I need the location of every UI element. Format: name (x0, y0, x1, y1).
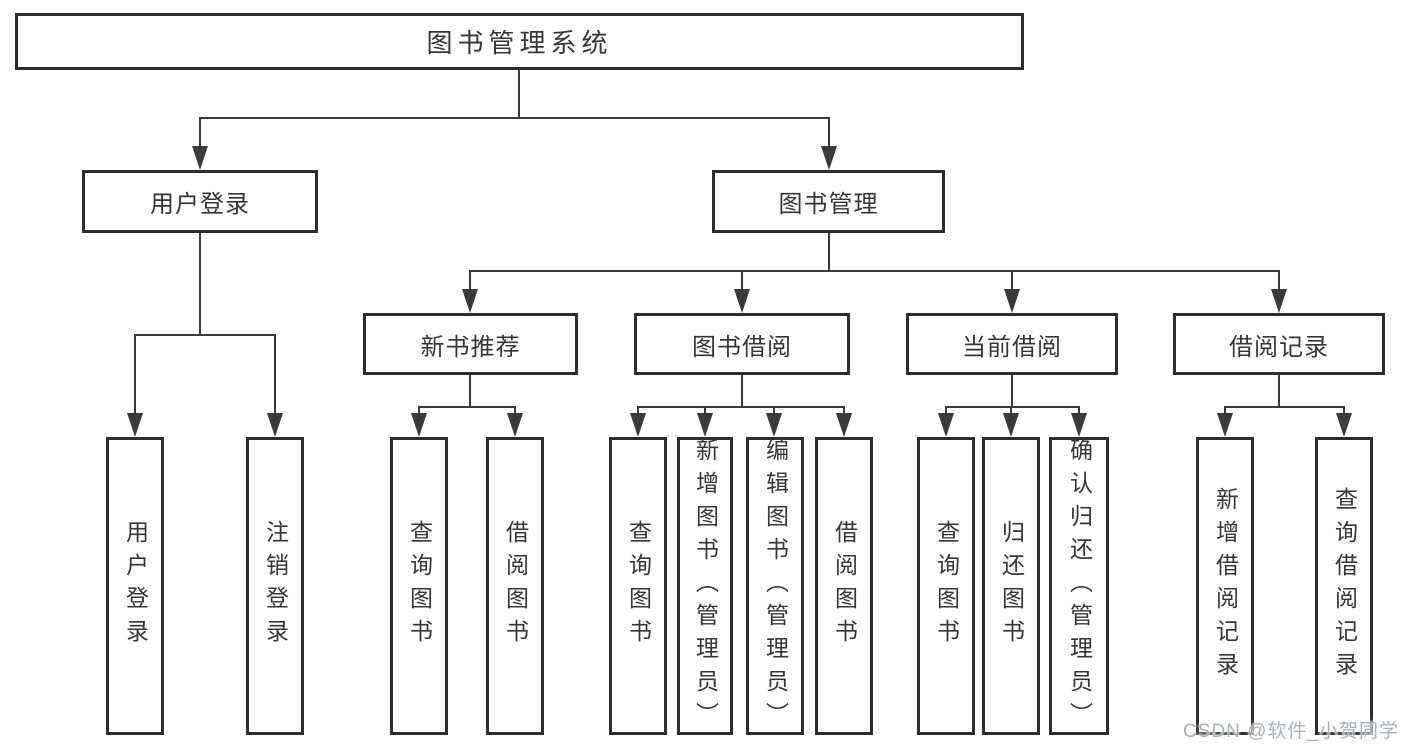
node-label-query-books-current: 查询图书 (933, 520, 960, 652)
node-add-borrow-record: 新增借阅记录 (1196, 437, 1254, 735)
connector-bar-book-borrowing-children (636, 405, 846, 409)
connector-stem-new-book-recommend-children (468, 375, 472, 408)
arrowhead-down-icon-book-borrowing-children-2 (766, 413, 782, 437)
node-label-user-login-leaf: 用户登录 (122, 520, 149, 652)
node-label-borrowing-records: 借阅记录 (1229, 333, 1329, 361)
node-edit-books-admin: 编辑图书（管理员） (746, 437, 804, 735)
node-new-book-recommend: 新书推荐 (363, 313, 578, 375)
arrowhead-down-icon-root-to-level2-1 (821, 146, 837, 170)
node-label-book-management: 图书管理 (778, 191, 879, 218)
node-user-login-leaf: 用户登录 (106, 437, 164, 735)
node-label-query-borrow-record: 查询借阅记录 (1331, 487, 1358, 685)
arrowhead-down-icon-current-borrowing-children-2 (1071, 413, 1087, 437)
node-borrow-books-rec: 借阅图书 (486, 437, 544, 735)
connector-stem-book-borrowing-children (740, 375, 744, 408)
connector-bar-book-management-children (468, 269, 1281, 273)
connector-bar-new-book-recommend-children (417, 405, 517, 409)
connector-bar-root-to-level2 (198, 116, 831, 120)
node-label-borrow-books: 借阅图书 (831, 520, 858, 652)
node-label-book-borrowing: 图书借阅 (692, 333, 792, 361)
node-query-books-borrow: 查询图书 (609, 437, 667, 735)
node-borrow-books: 借阅图书 (815, 437, 873, 735)
arrowhead-down-icon-borrowing-records-children-0 (1217, 413, 1233, 437)
node-add-books-admin: 新增图书（管理员） (677, 437, 733, 735)
node-label-user-login-branch: 用户登录 (150, 191, 250, 218)
node-borrowing-records: 借阅记录 (1173, 313, 1385, 375)
node-label-return-books: 归还图书 (998, 520, 1025, 652)
connector-drop-book-management-children-0 (468, 271, 472, 295)
arrowhead-down-icon-borrowing-records-children-1 (1336, 413, 1352, 437)
node-user-login-branch: 用户登录 (82, 170, 318, 233)
arrowhead-down-icon-new-book-recommend-children-1 (507, 413, 523, 437)
connector-bar-borrowing-records-children (1223, 405, 1346, 409)
connector-drop-root-to-level2-0 (198, 118, 202, 152)
node-label-edit-books-admin: 编辑图书（管理员） (762, 437, 789, 735)
arrowhead-down-icon-current-borrowing-children-1 (1003, 413, 1019, 437)
node-label-new-book-recommend: 新书推荐 (420, 333, 521, 361)
node-query-borrow-record: 查询借阅记录 (1315, 437, 1373, 735)
node-label-confirm-return-admin: 确认归还（管理员） (1066, 437, 1093, 735)
node-label-logout-leaf: 注销登录 (262, 520, 289, 652)
arrowhead-down-icon-root-to-level2-0 (192, 146, 208, 170)
connector-drop-book-management-children-3 (1277, 271, 1281, 295)
arrowhead-down-icon-user-login-children-0 (127, 413, 143, 437)
connector-drop-user-login-children-0 (133, 335, 137, 419)
node-label-add-borrow-record: 新增借阅记录 (1212, 487, 1239, 685)
node-root: 图书管理系统 (15, 13, 1024, 70)
node-query-books-current: 查询图书 (917, 437, 975, 735)
node-book-management: 图书管理 (712, 170, 945, 233)
node-return-books: 归还图书 (982, 437, 1040, 735)
node-book-borrowing: 图书借阅 (634, 313, 850, 375)
arrowhead-down-icon-book-management-children-2 (1004, 289, 1020, 313)
connector-stem-book-management-children (827, 233, 831, 272)
node-label-borrow-books-rec: 借阅图书 (502, 520, 529, 652)
connector-drop-book-management-children-2 (1010, 271, 1014, 295)
node-confirm-return-admin: 确认归还（管理员） (1049, 437, 1109, 735)
csdn-watermark: CSDN @软件_小贺同学 (1183, 721, 1399, 742)
connector-stem-current-borrowing-children (1010, 375, 1014, 408)
connector-drop-root-to-level2-1 (827, 118, 831, 152)
node-label-root: 图书管理系统 (426, 28, 613, 58)
arrowhead-down-icon-book-borrowing-children-1 (697, 413, 713, 437)
node-label-current-borrowing: 当前借阅 (962, 333, 1062, 361)
connector-drop-user-login-children-1 (273, 335, 277, 419)
arrowhead-down-icon-book-borrowing-children-0 (630, 413, 646, 437)
node-label-query-books-borrow: 查询图书 (625, 520, 652, 652)
connector-stem-user-login-children (198, 233, 202, 336)
arrowhead-down-icon-current-borrowing-children-0 (938, 413, 954, 437)
arrowhead-down-icon-book-borrowing-children-3 (836, 413, 852, 437)
node-logout-leaf: 注销登录 (246, 437, 304, 735)
arrowhead-down-icon-user-login-children-1 (267, 413, 283, 437)
node-query-books-rec: 查询图书 (390, 437, 448, 735)
arrowhead-down-icon-book-management-children-0 (462, 289, 478, 313)
connector-bar-user-login-children (133, 333, 277, 337)
node-current-borrowing: 当前借阅 (906, 313, 1118, 375)
arrowhead-down-icon-book-management-children-1 (734, 289, 750, 313)
connector-stem-root-to-level2 (517, 70, 521, 119)
connector-drop-book-management-children-1 (740, 271, 744, 295)
node-label-query-books-rec: 查询图书 (406, 520, 433, 652)
connector-stem-borrowing-records-children (1277, 375, 1281, 408)
arrowhead-down-icon-new-book-recommend-children-0 (411, 413, 427, 437)
arrowhead-down-icon-book-management-children-3 (1271, 289, 1287, 313)
node-label-add-books-admin: 新增图书（管理员） (692, 437, 719, 735)
connector-bar-current-borrowing-children (944, 405, 1081, 409)
